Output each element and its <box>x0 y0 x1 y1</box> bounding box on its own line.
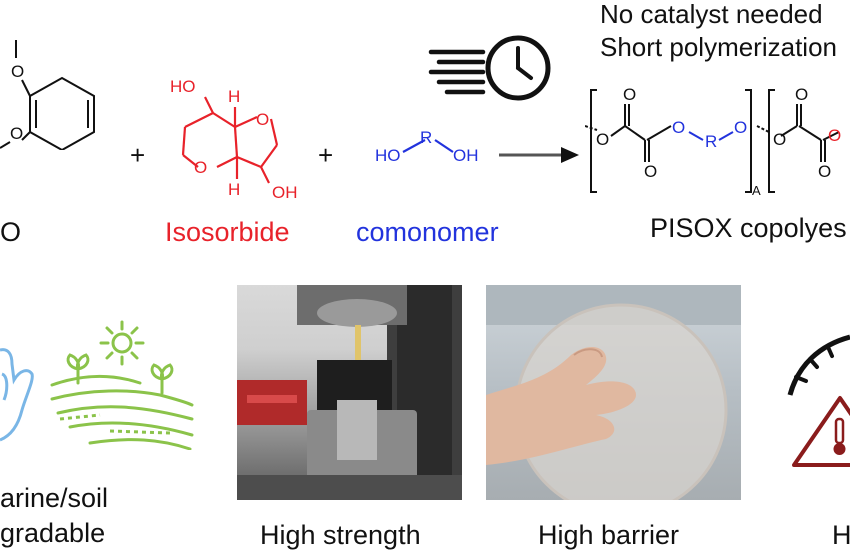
polymer-o3: O <box>644 162 658 181</box>
polymer-structure <box>585 89 840 193</box>
reactant1-structure <box>0 40 95 150</box>
isosorbide-o-left: O <box>194 158 208 177</box>
gauge-icon <box>787 334 850 396</box>
polymer-subscript-a: A <box>752 183 761 198</box>
product-label: PISOX copolyes <box>650 213 847 243</box>
sprout-icon <box>50 353 194 450</box>
thermometer-warning-icon <box>792 396 850 467</box>
comonomer-oh: OH <box>453 146 479 165</box>
hand-icon <box>0 348 34 442</box>
feature-high-barrier: High barrier <box>538 520 680 550</box>
polymer-r: R <box>705 132 718 151</box>
isosorbide-h-top: H <box>228 87 241 106</box>
isosorbide-oh: OH <box>272 183 298 202</box>
comonomer-structure <box>402 139 454 153</box>
isosorbide-h-bottom: H <box>228 180 241 199</box>
polymer-o1: O <box>596 130 610 149</box>
comonomer-r: R <box>420 128 433 147</box>
plus-sign-1: + <box>130 140 146 170</box>
comonomer-ho: HO <box>375 146 401 165</box>
isosorbide-o-right: O <box>256 110 270 129</box>
polymer-o9: O <box>828 126 842 145</box>
polymer-o7: O <box>773 130 787 149</box>
feature-high-strength: High strength <box>260 520 421 550</box>
reaction-arrow <box>499 147 579 163</box>
isosorbide-structure <box>181 96 279 184</box>
sun-icon <box>99 320 145 366</box>
comonomer-label: comonomer <box>356 217 499 247</box>
biodegradable-line1: arine/soil <box>0 483 109 513</box>
plus-sign-2: + <box>318 140 334 170</box>
polymer-o6: O <box>795 85 809 104</box>
tensile-test-photo <box>237 285 462 500</box>
polymer-o5: O <box>734 118 748 137</box>
note-short-polymerization: Short polymerization <box>600 32 837 62</box>
polymer-o8: O <box>818 162 832 181</box>
polymer-o2: O <box>623 85 637 104</box>
feature-high-heat: H <box>832 520 850 550</box>
reactant1-oxygen-top-b: O <box>11 62 25 81</box>
reactant1-label: O <box>0 217 22 247</box>
note-no-catalyst: No catalyst needed <box>600 0 823 29</box>
barrier-film-photo <box>486 285 741 500</box>
isosorbide-label: Isosorbide <box>165 217 290 247</box>
biodegradable-line2: gradable <box>0 518 106 548</box>
clock-icon <box>428 35 551 101</box>
reactant1-oxygen-bottom: O <box>10 124 24 143</box>
polymer-o4: O <box>672 118 686 137</box>
isosorbide-ho: HO <box>170 77 196 96</box>
